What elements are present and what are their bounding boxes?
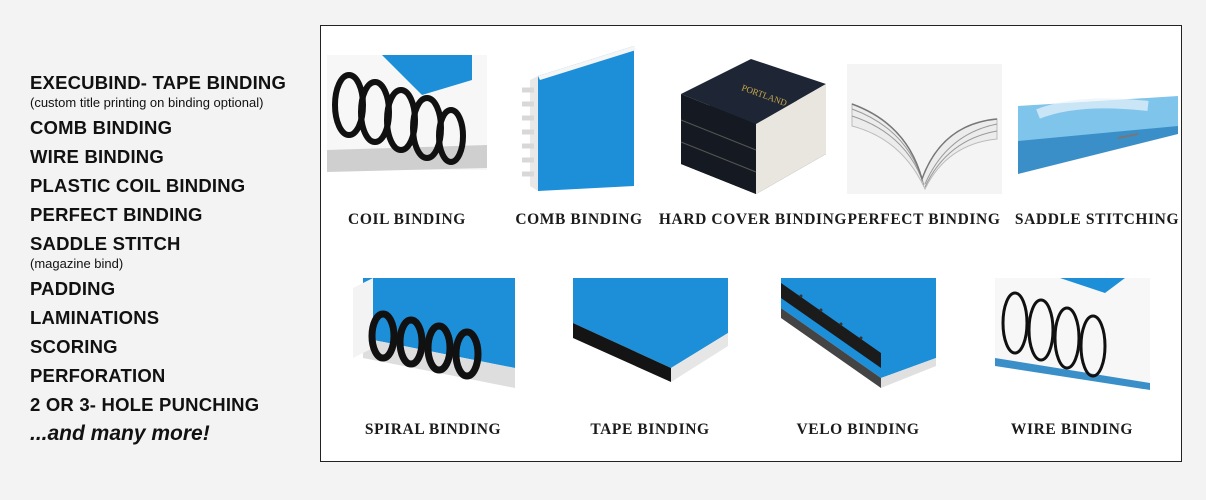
coil-binding-image (327, 55, 487, 172)
service-note: (custom title printing on binding option… (30, 95, 264, 110)
tape-binding-image (573, 278, 728, 382)
service-label: PLASTIC COIL BINDING (30, 175, 246, 196)
wire-binding-image (995, 278, 1150, 390)
service-item: SCORING (30, 336, 315, 358)
caption-perfect-binding: PERFECT BINDING (847, 211, 1001, 228)
caption-comb-binding: COMB BINDING (515, 211, 643, 228)
service-item: EXECUBIND- TAPE BINDING (custom title pr… (30, 72, 315, 110)
service-item: 2 OR 3- HOLE PUNCHING (30, 394, 315, 416)
velo-binding-image (781, 278, 936, 388)
saddle-stitching-tile (1018, 96, 1178, 176)
service-label: SCORING (30, 336, 118, 357)
tape-binding-tile (573, 278, 728, 388)
spiral-binding-image (353, 278, 515, 388)
caption-saddle-stitching: SADDLE STITCHING (1014, 211, 1180, 228)
service-item: PADDING (30, 278, 315, 300)
service-label: LAMINATIONS (30, 307, 160, 328)
service-label: EXECUBIND- TAPE BINDING (30, 72, 287, 93)
saddle-stitching-image (1018, 96, 1178, 174)
service-label: WIRE BINDING (30, 146, 164, 167)
service-label: PERFORATION (30, 365, 166, 386)
caption-velo-binding: VELO BINDING (796, 421, 920, 438)
hardcover-binding-image: PORTLAND (680, 59, 826, 194)
service-item: SADDLE STITCH (magazine bind) (30, 233, 315, 271)
comb-binding-tile (516, 46, 646, 196)
wire-binding-tile (995, 278, 1150, 393)
coil-binding-tile (327, 50, 487, 190)
velo-binding-tile (781, 278, 936, 393)
caption-coil-binding: COIL BINDING (348, 211, 466, 228)
many-more-text: ...and many more! (30, 422, 210, 445)
perfect-binding-image (847, 64, 1002, 194)
service-note: (magazine bind) (30, 256, 124, 271)
service-item: PLASTIC COIL BINDING (30, 175, 315, 197)
service-item: COMB BINDING (30, 117, 315, 139)
service-item: LAMINATIONS (30, 307, 315, 329)
service-label: PADDING (30, 278, 116, 299)
binding-gallery: COIL BINDING COMB BINDING PORTLAN (320, 25, 1182, 462)
spiral-binding-tile (353, 278, 515, 403)
service-item: WIRE BINDING (30, 146, 315, 168)
service-label: SADDLE STITCH (30, 233, 181, 254)
hardcover-binding-tile: PORTLAND (676, 54, 831, 204)
service-label: COMB BINDING (30, 117, 173, 138)
caption-tape-binding: TAPE BINDING (590, 421, 710, 438)
caption-spiral-binding: SPIRAL BINDING (364, 421, 502, 438)
service-label: PERFECT BINDING (30, 204, 203, 225)
services-list: EXECUBIND- TAPE BINDING (custom title pr… (30, 72, 315, 447)
caption-wire-binding: WIRE BINDING (1010, 421, 1134, 438)
comb-binding-image (522, 46, 636, 191)
service-label: 2 OR 3- HOLE PUNCHING (30, 394, 260, 415)
perfect-binding-tile (847, 64, 1002, 194)
service-item: PERFECT BINDING (30, 204, 315, 226)
service-item: PERFORATION (30, 365, 315, 387)
caption-hard-cover-binding: HARD COVER BINDING (658, 211, 848, 228)
